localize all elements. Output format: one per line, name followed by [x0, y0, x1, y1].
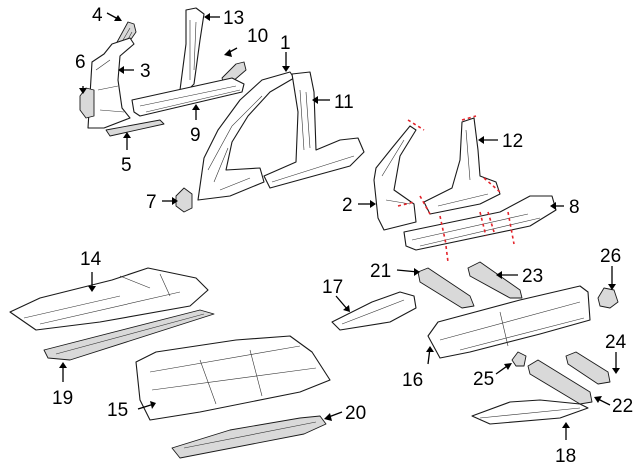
arrow-head [478, 136, 484, 144]
callout-18: 18 [555, 446, 576, 467]
arrow-head [79, 88, 87, 94]
callout-5: 5 [121, 155, 132, 176]
arrow-head [608, 284, 616, 290]
arrow-head [224, 49, 232, 57]
part-7-clip [175, 187, 193, 213]
callout-1: 1 [280, 33, 291, 54]
part-15-floor-pan [135, 335, 331, 421]
arrow-head [204, 13, 210, 21]
callout-6: 6 [75, 52, 86, 73]
arrow-head [550, 202, 556, 210]
part-25-clip [511, 351, 527, 367]
arrow-head [123, 132, 131, 138]
callout-8: 8 [569, 197, 580, 218]
arrow-head [343, 305, 350, 312]
callout-10: 10 [247, 26, 268, 47]
part-24-bracket [565, 351, 611, 385]
arrow-head [496, 271, 502, 279]
callout-21: 21 [370, 261, 391, 282]
part-17-crossmember [331, 291, 417, 331]
arrow-head [426, 346, 434, 352]
part-3-hinge-pillar [87, 37, 135, 129]
arrow-head [192, 104, 200, 110]
arrow-head [312, 96, 318, 104]
callout-23: 23 [522, 266, 543, 287]
callout-7: 7 [146, 192, 157, 213]
callout-26: 26 [600, 246, 621, 267]
cut-line [479, 211, 487, 237]
callout-19: 19 [52, 388, 73, 409]
callout-16: 16 [402, 370, 423, 391]
part-14-floor-side-rail [9, 267, 209, 331]
part-18-rear-rail [471, 399, 589, 425]
part-16-rear-floor-rail [427, 285, 591, 359]
cut-line [439, 215, 447, 245]
arrow-head [282, 66, 290, 72]
part-2-a-pillar-section [373, 125, 417, 231]
arrow-head [88, 286, 96, 292]
part-1-body-side-outer [197, 71, 295, 201]
part-20-front-floor-rail [171, 415, 327, 459]
arrow-head [612, 368, 620, 374]
callout-12: 12 [502, 131, 523, 152]
arrow-head [150, 401, 156, 409]
part-23-bracket [467, 261, 523, 299]
part-9-inner-rocker [131, 77, 245, 117]
callout-22: 22 [612, 396, 633, 417]
part-22-rail [527, 359, 593, 405]
part-13-center-pillar [179, 7, 205, 93]
callout-9: 9 [190, 125, 201, 146]
arrow-head [562, 422, 570, 428]
part-21-bracket [417, 267, 475, 309]
callout-25: 25 [473, 369, 494, 390]
arrow-head [59, 362, 67, 368]
cut-line [461, 115, 477, 121]
part-5-rocker-strip [105, 119, 165, 137]
arrow-head [114, 15, 122, 21]
arrow-head [172, 197, 178, 205]
part-11-center-pillar-rocker [263, 71, 365, 189]
arrow-head [414, 268, 420, 276]
callout-11: 11 [334, 92, 354, 113]
arrow-head [504, 363, 512, 370]
callout-3: 3 [140, 61, 151, 82]
callout-17: 17 [322, 277, 343, 298]
callout-15: 15 [107, 400, 128, 421]
callout-13: 13 [223, 8, 244, 29]
arrow-head [118, 66, 124, 74]
callout-2: 2 [342, 195, 353, 216]
callout-14: 14 [80, 249, 102, 270]
arrow-head [594, 396, 602, 403]
arrow-head [370, 200, 376, 208]
cut-line [445, 245, 449, 263]
part-12-b-pillar-section [423, 117, 501, 215]
callout-20: 20 [345, 403, 366, 424]
arrowheads [59, 13, 620, 428]
cut-line [397, 201, 415, 207]
part-26-mount [597, 287, 619, 309]
callout-24: 24 [605, 332, 627, 353]
callout-4: 4 [92, 5, 103, 26]
arrow-head [324, 413, 332, 421]
